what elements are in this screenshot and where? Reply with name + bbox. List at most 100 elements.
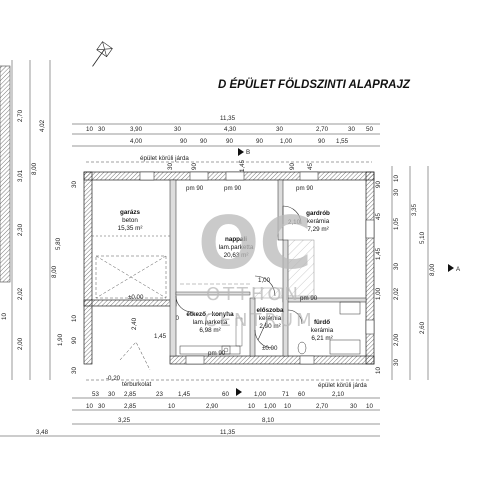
pm-label-5: pm 90 <box>300 295 318 302</box>
room-garage: garázs beton 15,35 m² <box>118 209 143 232</box>
dim-bot-r2-7: 10 <box>284 403 291 410</box>
garage-area: ±0.00 <box>92 235 170 301</box>
dim-top-r1-8: 50 <box>366 126 373 133</box>
dim-bot-r2-3: 10 <box>168 403 175 410</box>
dim-top-r2-3: 90 <box>226 138 233 145</box>
dim-top-r2-6: 90 <box>318 138 325 145</box>
dim-right-small-12: 30 <box>393 359 400 366</box>
dim-top-r2-4: 90 <box>256 138 263 145</box>
dim-left-outer-1: 8,00 <box>31 162 38 175</box>
dim-top-r2-7: 1,55 <box>336 138 349 145</box>
doors <box>175 205 303 349</box>
dim-bot-r3-0: 3,25 <box>118 417 131 424</box>
dim-left-inner-7: 1,90 <box>57 333 64 346</box>
terrace: térburkolat -0,20 épület körüli járda <box>86 341 370 389</box>
dim-right-small-6: 1,05 <box>393 217 400 230</box>
room-dining: étkező - konyha lam.parketta 6,98 m² <box>186 311 234 334</box>
site-strip <box>0 60 51 380</box>
dim-left-inner-8: 90 <box>71 337 78 344</box>
dim-top-r2-1: 90 <box>180 138 187 145</box>
room-wardrobe-name: gardrób <box>306 210 330 217</box>
room-dining-floor: lam.parketta <box>193 319 228 326</box>
walkway-top-label: épület körüli járda <box>140 155 189 162</box>
dim-right-small-9: 2,02 <box>393 287 400 300</box>
dim-bot-r1-1: 30 <box>108 391 115 398</box>
dim-top-r3-2: 1,45 <box>239 159 246 172</box>
right-dimensions: 8,00 5,10 2,60 10 30 90 45 1,45 1,05 3,3… <box>375 166 436 380</box>
room-wardrobe-area: 7,29 m² <box>307 226 328 233</box>
dim-top-r3-4: 45 <box>307 163 314 170</box>
terrace-label: térburkolat <box>122 381 152 388</box>
dim-right-small-1: 10 <box>393 175 400 182</box>
watermark-line2: CENTRUM <box>204 310 315 331</box>
room-bath-name: fürdő <box>314 319 330 326</box>
pm-label-2: pm 90 <box>224 185 242 192</box>
dim-bot-r1-0: 53 <box>92 391 99 398</box>
dim-top-r1-7: 30 <box>348 126 355 133</box>
dim-bot-r1-2: 2,85 <box>124 391 137 398</box>
room-hall-floor: kerámia <box>259 315 282 322</box>
dim-bot-r2-8: 2,70 <box>316 403 329 410</box>
dim-left-inner-5: 2,02 <box>17 287 24 300</box>
dim-bot-r1-6: 1,00 <box>254 391 267 398</box>
room-living-floor: lam.parketta <box>219 244 254 251</box>
dim-bot-overall: 11,35 <box>220 429 236 436</box>
dim-left-small-2: 10 <box>1 313 8 320</box>
dim-top-r1-2: 3,90 <box>130 126 143 133</box>
dim-bot-r2-9: 30 <box>350 403 357 410</box>
section-a-label: A <box>456 266 461 273</box>
dim-right-inner-1: 5,10 <box>419 231 426 244</box>
watermark-line1: OTTHON <box>206 284 301 305</box>
pm-label-1: pm 90 <box>186 185 204 192</box>
elev-outside: -0,20 <box>106 375 121 382</box>
dim-top-r1-3: 30 <box>174 126 181 133</box>
dim-bot-r1-8: 60 <box>298 391 305 398</box>
dim-right-small-10: 2,00 <box>393 333 400 346</box>
room-garage-floor: beton <box>122 217 138 224</box>
north-arrow-icon <box>92 41 113 67</box>
room-garage-area: 15,35 m² <box>118 225 143 232</box>
room-bath-floor: kerámia <box>311 327 334 334</box>
dim-bot-r1-4: 1,45 <box>178 391 191 398</box>
dim-top-r2-5: 1,00 <box>280 138 293 145</box>
dim-right-small-13: 10 <box>375 367 382 374</box>
section-b-label: B <box>246 149 250 156</box>
building-walls <box>83 171 375 365</box>
dim-top-overall: 11,35 <box>220 115 236 122</box>
dim-bot-r2-5: 10 <box>248 403 255 410</box>
room-dining-name: étkező - konyha <box>186 311 234 318</box>
dim-bot-r2-6: 1,00 <box>264 403 277 410</box>
bath-tiles <box>253 287 283 299</box>
elev-garage: ±0.00 <box>128 294 144 301</box>
dim-top-r3-0: 30 <box>167 163 174 170</box>
pm-label-4: pm 90 <box>208 350 226 357</box>
plan-title: D ÉPÜLET FÖLDSZINTI ALAPRAJZ <box>218 78 411 91</box>
room-hall-name: előszoba <box>257 307 284 314</box>
room-dining-area: 6,98 m² <box>199 327 220 334</box>
pm-label-3: pm 90 <box>296 185 314 192</box>
room-living-area: 20,63 m² <box>224 252 249 259</box>
elev-hall: ±0.00 <box>262 345 278 352</box>
room-living: nappali lam.parketta 20,63 m² <box>219 236 254 259</box>
dim-left-small-4: 1,45 <box>154 333 167 340</box>
room-living-name: nappali <box>225 236 247 243</box>
dim-bot-left: 3,48 <box>36 429 49 436</box>
dim-left-outer-2: 5,80 <box>55 237 62 250</box>
dim-top-r1-6: 2,70 <box>316 126 329 133</box>
dim-bot-r2-0: 10 <box>86 403 93 410</box>
dim-top-r2-2: 90 <box>200 138 207 145</box>
dim-top-r2-0: 4,00 <box>130 138 143 145</box>
room-hall-area: 2,90 m² <box>259 323 280 330</box>
dim-left-inner-6: 2,00 <box>17 337 24 350</box>
dim-left-inner-4: 2,30 <box>17 223 24 236</box>
dim-bot-r2-1: 30 <box>98 403 105 410</box>
room-garage-name: garázs <box>120 209 140 216</box>
left-dimensions: 8,00 5,80 8,00 4,02 2,70 3,01 2,30 2,02 … <box>1 109 271 374</box>
room-wardrobe: gardrób kerámia 7,29 m² <box>306 210 330 233</box>
wardrobe-tiles <box>287 239 315 297</box>
bottom-dimensions: 53 30 2,85 23 1,45 60 1,00 71 60 2,10 10… <box>0 391 380 437</box>
dim-right-small-3: 90 <box>375 181 382 188</box>
dim-right-small-11: 1,00 <box>375 287 382 300</box>
dim-top-r1-0: 10 <box>86 126 93 133</box>
